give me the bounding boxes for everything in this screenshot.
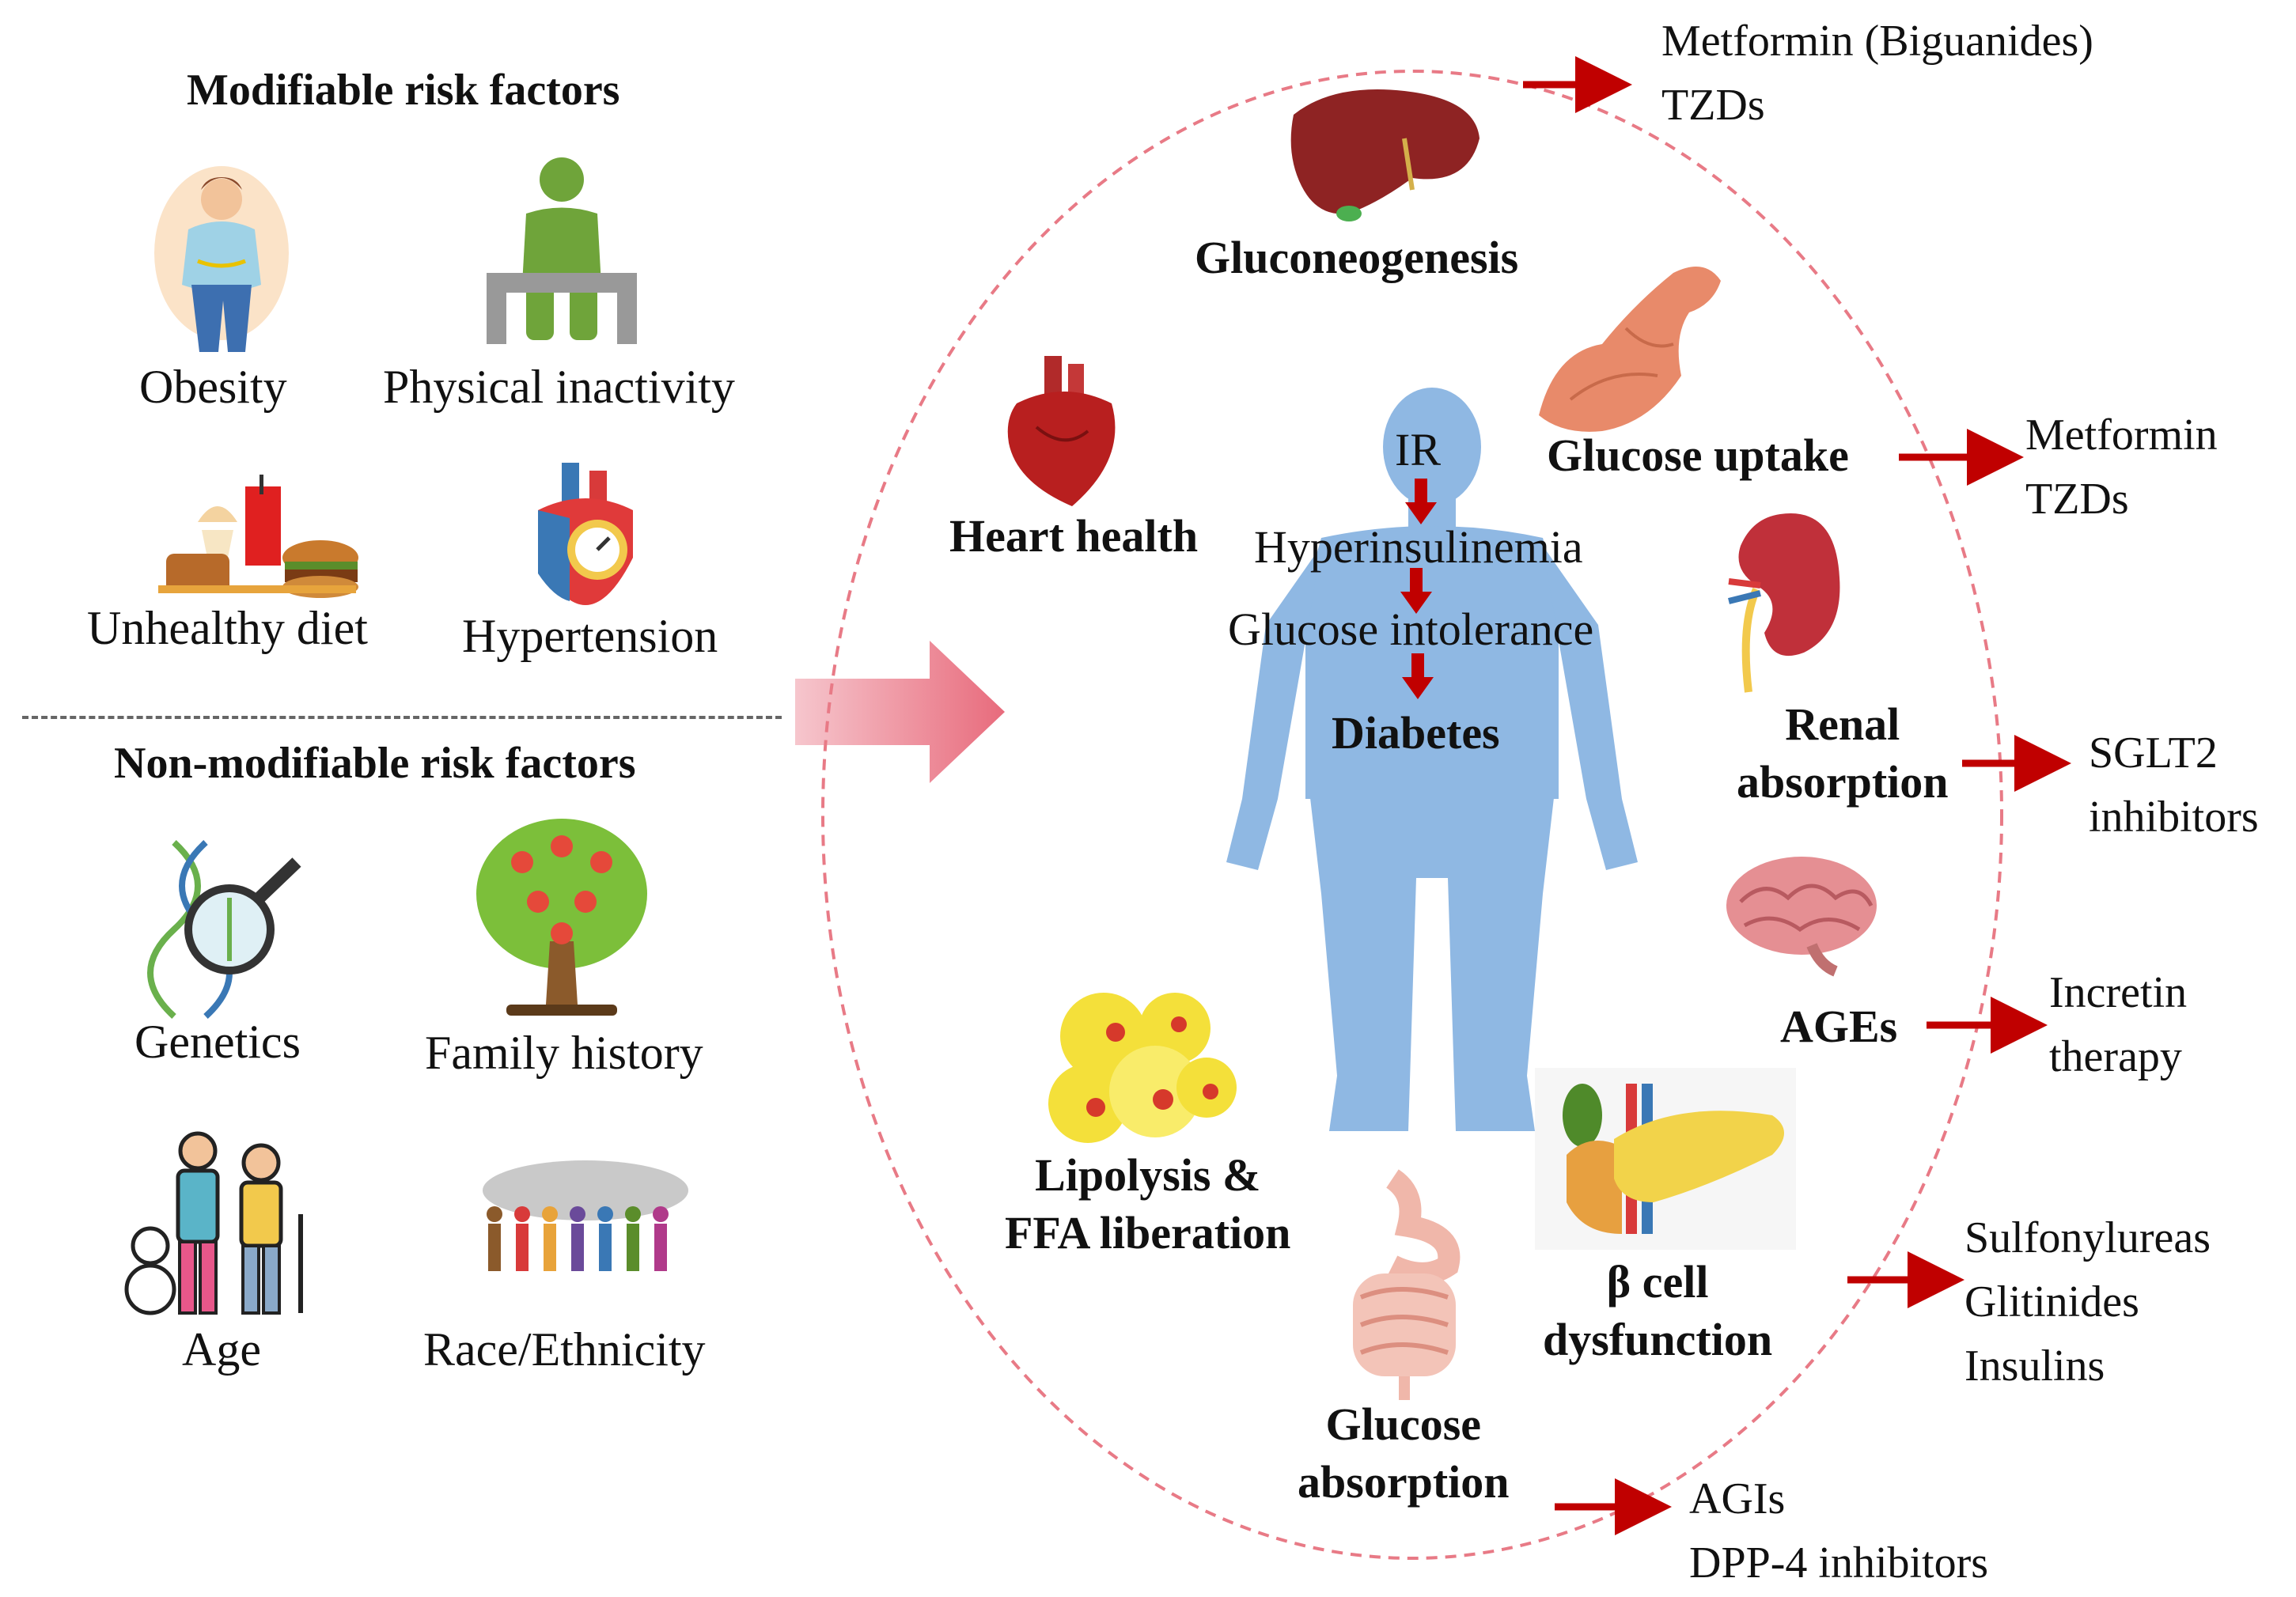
muscle-arm-icon <box>1539 267 1721 432</box>
kidney-icon <box>1728 513 1840 693</box>
risk-label-obesity: Obesity <box>139 361 287 413</box>
risk-label-unhealthy-diet: Unhealthy diet <box>87 602 368 654</box>
modifiable-title: Modifiable risk factors <box>187 66 620 115</box>
human-body-silhouette <box>1226 388 1638 1131</box>
down-arrow-icon <box>1402 653 1434 699</box>
divider-line <box>22 716 782 719</box>
drug-list-brain: Incretin therapy <box>2049 968 2188 1082</box>
drug-list-pancreas: Sulfonylureas Glitinides Insulins <box>1964 1213 2211 1391</box>
pancreas-icon <box>1535 1068 1796 1250</box>
fast-food-icon <box>158 475 358 598</box>
label-glucose-uptake: Glucose uptake <box>1547 430 1849 481</box>
cascade-hyperinsulinemia: Hyperinsulinemia <box>1254 521 1583 573</box>
generations-icon <box>124 1131 303 1315</box>
drug-list-liver: Metformin (Biguanides) TZDs <box>1661 17 2093 131</box>
non-modifiable-title: Non-modifiable risk factors <box>114 739 636 788</box>
label-beta-cell-dysfunction: β cell dysfunction <box>1543 1256 1773 1365</box>
cascade-ir: IR <box>1395 424 1441 475</box>
big-right-arrow <box>795 641 1005 783</box>
heart-pressure-icon <box>538 463 633 605</box>
risk-label-genetics: Genetics <box>135 1016 301 1068</box>
sitting-person-icon <box>487 157 637 344</box>
brain-icon <box>1726 857 1877 977</box>
risk-label-race-ethnicity: Race/Ethnicity <box>423 1323 706 1376</box>
risk-label-hypertension: Hypertension <box>462 610 718 662</box>
obesity-icon <box>154 166 289 352</box>
drug-list-muscle: Metformin TZDs <box>2025 411 2218 524</box>
drug-list-intestine: AGIs DPP-4 inhibitors <box>1689 1474 1989 1588</box>
label-heart-health: Heart health <box>949 510 1199 562</box>
drug-list-kidney: SGLT2 inhibitors <box>2089 728 2259 842</box>
risk-label-physical-inactivity: Physical inactivity <box>383 361 735 413</box>
risk-label-family-history: Family history <box>425 1027 703 1079</box>
risk-label-age: Age <box>182 1323 261 1376</box>
label-gluconeogenesis: Gluconeogenesis <box>1195 232 1519 283</box>
intestine-icon <box>1353 1169 1461 1400</box>
dna-magnifier-icon <box>147 840 301 1019</box>
family-tree-icon <box>476 819 647 1016</box>
cascade-diabetes: Diabetes <box>1332 707 1500 759</box>
label-glucose-absorption: Glucose absorption <box>1298 1398 1510 1508</box>
label-ages: AGEs <box>1780 1001 1898 1052</box>
label-renal-absorption: Renal absorption <box>1737 698 1949 808</box>
fat-cells-icon <box>1048 993 1237 1143</box>
liver-icon <box>1290 89 1480 221</box>
down-arrow-icon <box>1400 568 1432 614</box>
heart-icon <box>1007 356 1116 506</box>
label-lipolysis: Lipolysis & FFA liberation <box>1005 1149 1291 1258</box>
down-arrow-icon <box>1405 479 1437 524</box>
people-world-icon <box>483 1160 688 1271</box>
cascade-glucose-intolerance: Glucose intolerance <box>1228 604 1594 655</box>
